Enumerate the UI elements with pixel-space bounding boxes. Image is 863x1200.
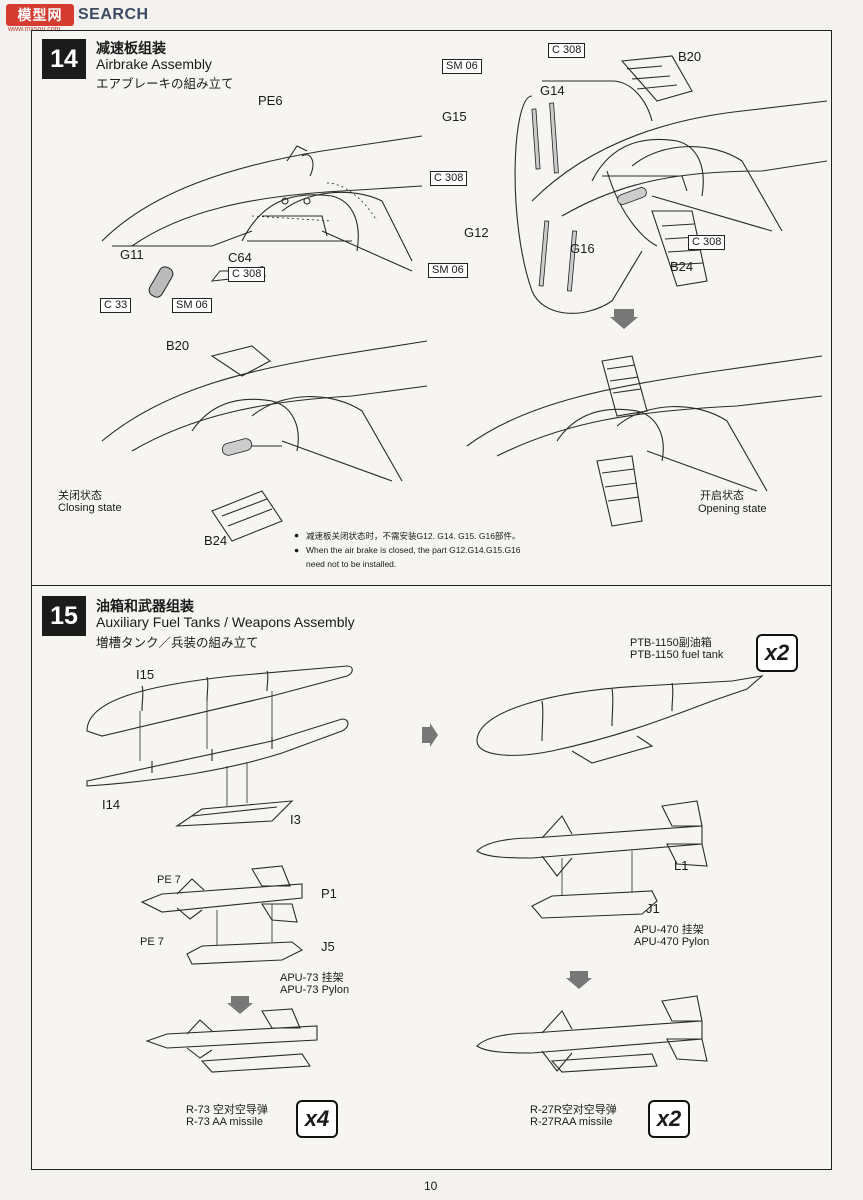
label-sm06-c: SM 06 bbox=[428, 263, 468, 278]
right-arrow-icon bbox=[422, 723, 438, 747]
airbrake-open-exploded-diagram bbox=[514, 55, 828, 314]
site-search-text: SEARCH bbox=[78, 6, 149, 23]
airbrake-opening-state-diagram bbox=[466, 355, 823, 527]
r73-quantity-badge: x4 bbox=[296, 1100, 338, 1138]
label-b24-a: B24 bbox=[670, 259, 694, 274]
label-sm06-a: SM 06 bbox=[172, 298, 212, 313]
label-g15: G15 bbox=[442, 109, 467, 124]
airbrake-closed-diagram bbox=[101, 135, 423, 282]
label-i14: I14 bbox=[102, 797, 121, 812]
step-15-title-jp: 増槽タンク／兵装の組み立て bbox=[96, 636, 259, 650]
label-g12: G12 bbox=[464, 225, 489, 240]
apu470-zh: APU-470 挂架 bbox=[634, 924, 704, 936]
label-i15: I15 bbox=[136, 667, 155, 682]
r27-assembled-diagram bbox=[476, 995, 708, 1073]
down-arrow-r27-icon bbox=[566, 971, 592, 989]
site-watermark: 模型网 SEARCH www.mxsou.com bbox=[6, 2, 149, 33]
down-arrow-icon bbox=[610, 309, 638, 329]
fuel-tank-exploded-diagram bbox=[86, 665, 353, 827]
label-g16: G16 bbox=[570, 241, 595, 256]
label-j1: J1 bbox=[646, 901, 660, 916]
step-15-title-zh: 油箱和武器组装 bbox=[96, 598, 194, 614]
label-i3: I3 bbox=[290, 812, 301, 827]
r73-exploded-diagram bbox=[140, 865, 304, 965]
label-c33: C 33 bbox=[100, 298, 132, 313]
site-logo: 模型网 bbox=[6, 4, 74, 26]
apu470-en: APU-470 Pylon bbox=[634, 936, 710, 948]
site-url: www.mxsou.com bbox=[8, 26, 61, 33]
r73-zh: R-73 空对空导弹 bbox=[186, 1104, 268, 1116]
step-14-title-en: Airbrake Assembly bbox=[96, 56, 212, 72]
page-number: 10 bbox=[424, 1179, 438, 1193]
note-en-line-2: need not to be installed. bbox=[306, 559, 397, 569]
r73-en: R-73 AA missile bbox=[186, 1116, 264, 1128]
closing-state-en: Closing state bbox=[58, 502, 122, 514]
fuel-tank-en: PTB-1150 fuel tank bbox=[630, 649, 724, 661]
note-bullet-2: ● bbox=[294, 545, 300, 555]
step-15-title-en: Auxiliary Fuel Tanks / Weapons Assembly bbox=[96, 614, 355, 630]
airbrake-closing-state-diagram bbox=[101, 340, 428, 542]
label-c64: C64 bbox=[228, 250, 252, 265]
step-15-panel: 15 油箱和武器组装 Auxiliary Fuel Tanks / Weapon… bbox=[31, 585, 832, 1170]
label-b20-a: B20 bbox=[678, 49, 702, 64]
apu73-zh: APU-73 挂架 bbox=[280, 972, 344, 984]
part-g11-cylinder bbox=[148, 266, 174, 298]
label-pe7-b: PE 7 bbox=[140, 936, 164, 948]
opening-state-en: Opening state bbox=[698, 503, 767, 515]
closing-state-zh: 关闭状态 bbox=[58, 490, 102, 502]
label-p1: P1 bbox=[321, 886, 337, 901]
label-sm06-b: SM 06 bbox=[442, 59, 482, 74]
r27-zh: R-27R空对空导弹 bbox=[530, 1104, 617, 1116]
label-pe7-a: PE 7 bbox=[157, 874, 181, 886]
step-14-number: 14 bbox=[42, 39, 86, 79]
down-arrow-r73-icon bbox=[227, 996, 253, 1014]
step-15-number: 15 bbox=[42, 596, 86, 636]
label-b24-b: B24 bbox=[204, 533, 228, 548]
note-zh: 减速板关闭状态时，不需安装G12. G14. G15. G16部件。 bbox=[306, 531, 521, 541]
fuel-tank-quantity-badge: x2 bbox=[756, 634, 798, 672]
label-c308-c: C 308 bbox=[430, 171, 468, 186]
label-c308-d: C 308 bbox=[688, 235, 726, 250]
label-b20-b: B20 bbox=[166, 338, 190, 353]
fuel-tank-assembled-diagram bbox=[476, 675, 764, 764]
label-pe6: PE6 bbox=[258, 93, 283, 108]
label-l1: L1 bbox=[674, 858, 689, 873]
r27-quantity-badge: x2 bbox=[648, 1100, 690, 1138]
fuel-tank-zh: PTB-1150副油箱 bbox=[630, 637, 712, 649]
r27-en: R-27RAA missile bbox=[530, 1116, 613, 1128]
note-bullet-1: ● bbox=[294, 530, 300, 540]
step-14-title-zh: 减速板组装 bbox=[96, 40, 166, 56]
step-14-panel: 14 减速板组装 Airbrake Assembly エアブレーキの組み立て bbox=[31, 30, 832, 586]
label-c308-b: C 308 bbox=[548, 43, 586, 58]
label-g14: G14 bbox=[540, 83, 565, 98]
r73-assembled-diagram bbox=[145, 1008, 318, 1073]
label-c308-a: C 308 bbox=[228, 267, 266, 282]
label-g11: G11 bbox=[120, 247, 144, 262]
opening-state-zh: 开启状态 bbox=[700, 490, 744, 502]
note-en-line-1: When the air brake is closed, the part G… bbox=[306, 545, 521, 555]
apu73-en: APU-73 Pylon bbox=[280, 984, 350, 996]
label-j5: J5 bbox=[321, 939, 335, 954]
step-14-title-jp: エアブレーキの組み立て bbox=[96, 77, 234, 91]
r27-exploded-diagram bbox=[476, 800, 708, 919]
